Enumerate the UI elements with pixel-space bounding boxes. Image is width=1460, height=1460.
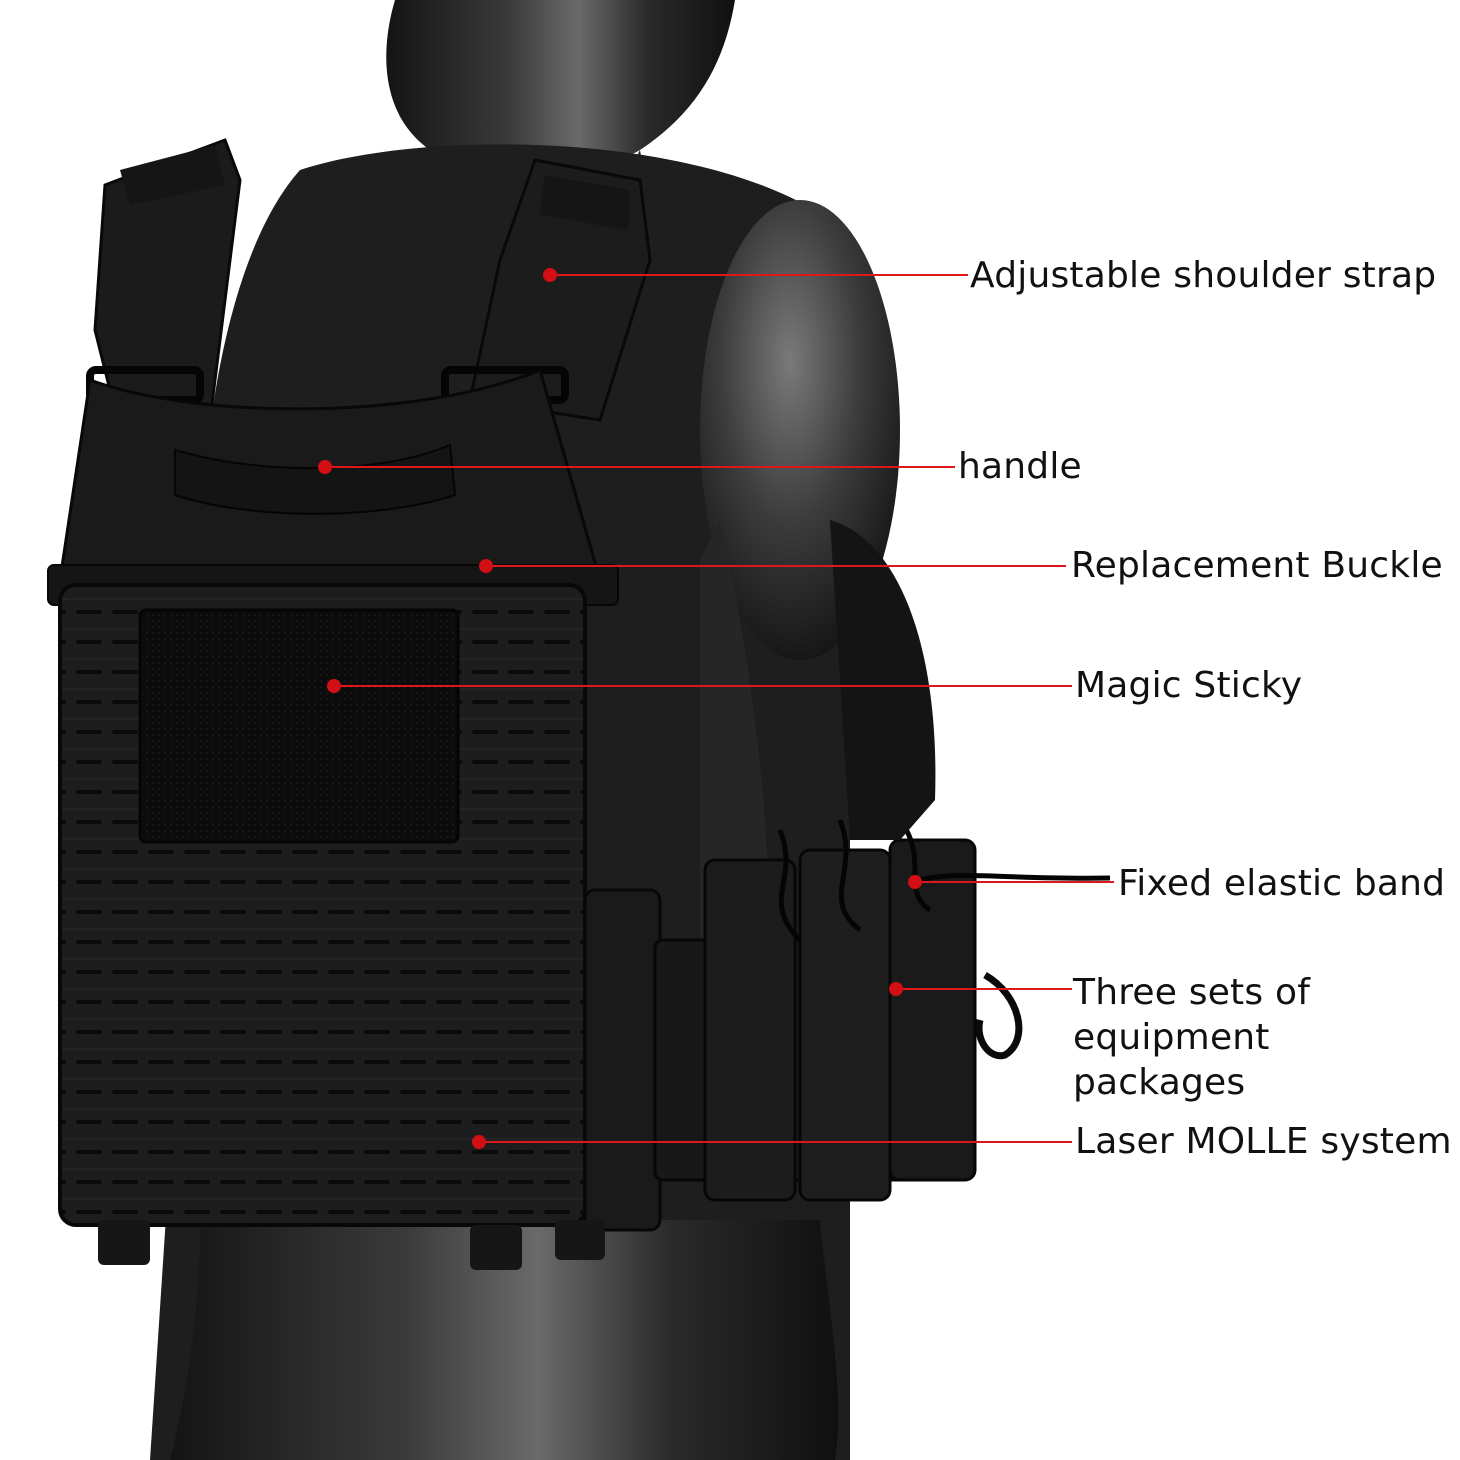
callout-label-elastic-band: Fixed elastic band [1118,863,1446,904]
callout-label-magic-sticky: Magic Sticky [1075,665,1303,706]
callout-label-laser-molle: Laser MOLLE system [1075,1121,1452,1162]
back-panel [47,367,662,1270]
shoulder-straps [86,138,652,564]
callout-label-shoulder-strap: Adjustable shoulder strap [970,255,1437,296]
mag-pouches [653,520,1111,1202]
callout-label-equipment-packages: Three sets of equipment packages [1073,972,1311,1103]
callout-lines [318,268,1114,1149]
callout-label-replacement-buckle: Replacement Buckle [1071,545,1443,586]
callout-label-handle: handle [958,446,1082,487]
